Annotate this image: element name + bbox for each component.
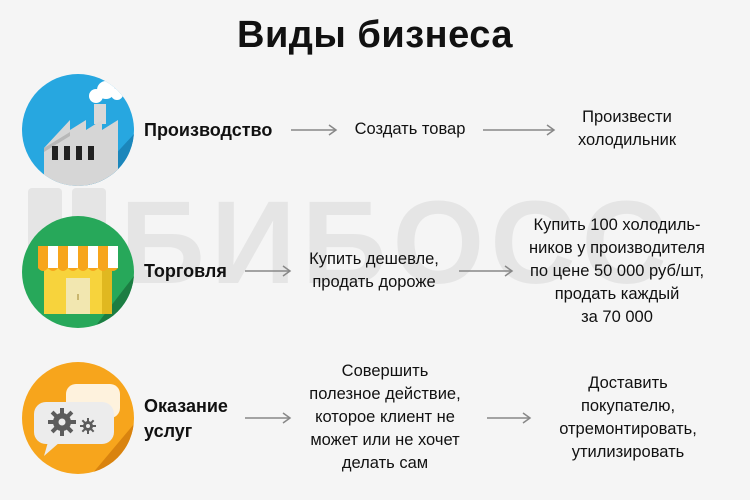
page-title: Виды бизнеса — [237, 14, 513, 56]
row-example-production: Произвести холодильник — [577, 108, 677, 149]
arrow-icon — [486, 411, 532, 425]
shop-icon — [22, 216, 134, 328]
chat-gears-icon — [22, 362, 134, 474]
arrow-icon — [482, 123, 556, 137]
row-label-production: Производство — [144, 120, 273, 140]
arrow-icon — [244, 411, 292, 425]
row-action-services: Совершить полезное действие, которое кли… — [309, 362, 461, 472]
arrow-icon — [244, 264, 292, 278]
row-label-trade: Торговля — [144, 261, 227, 281]
row-example-services: Доставить покупателю, отремонтировать, у… — [559, 374, 697, 461]
row-action-production: Создать товар — [354, 120, 466, 138]
row-action-trade: Купить дешевле, продать дороже — [309, 250, 439, 291]
row-label-services: Оказание услуг — [144, 396, 228, 441]
arrow-icon — [458, 264, 514, 278]
row-example-trade: Купить 100 холодиль- ников у производите… — [529, 216, 705, 326]
factory-icon — [22, 74, 134, 186]
arrow-icon — [290, 123, 338, 137]
